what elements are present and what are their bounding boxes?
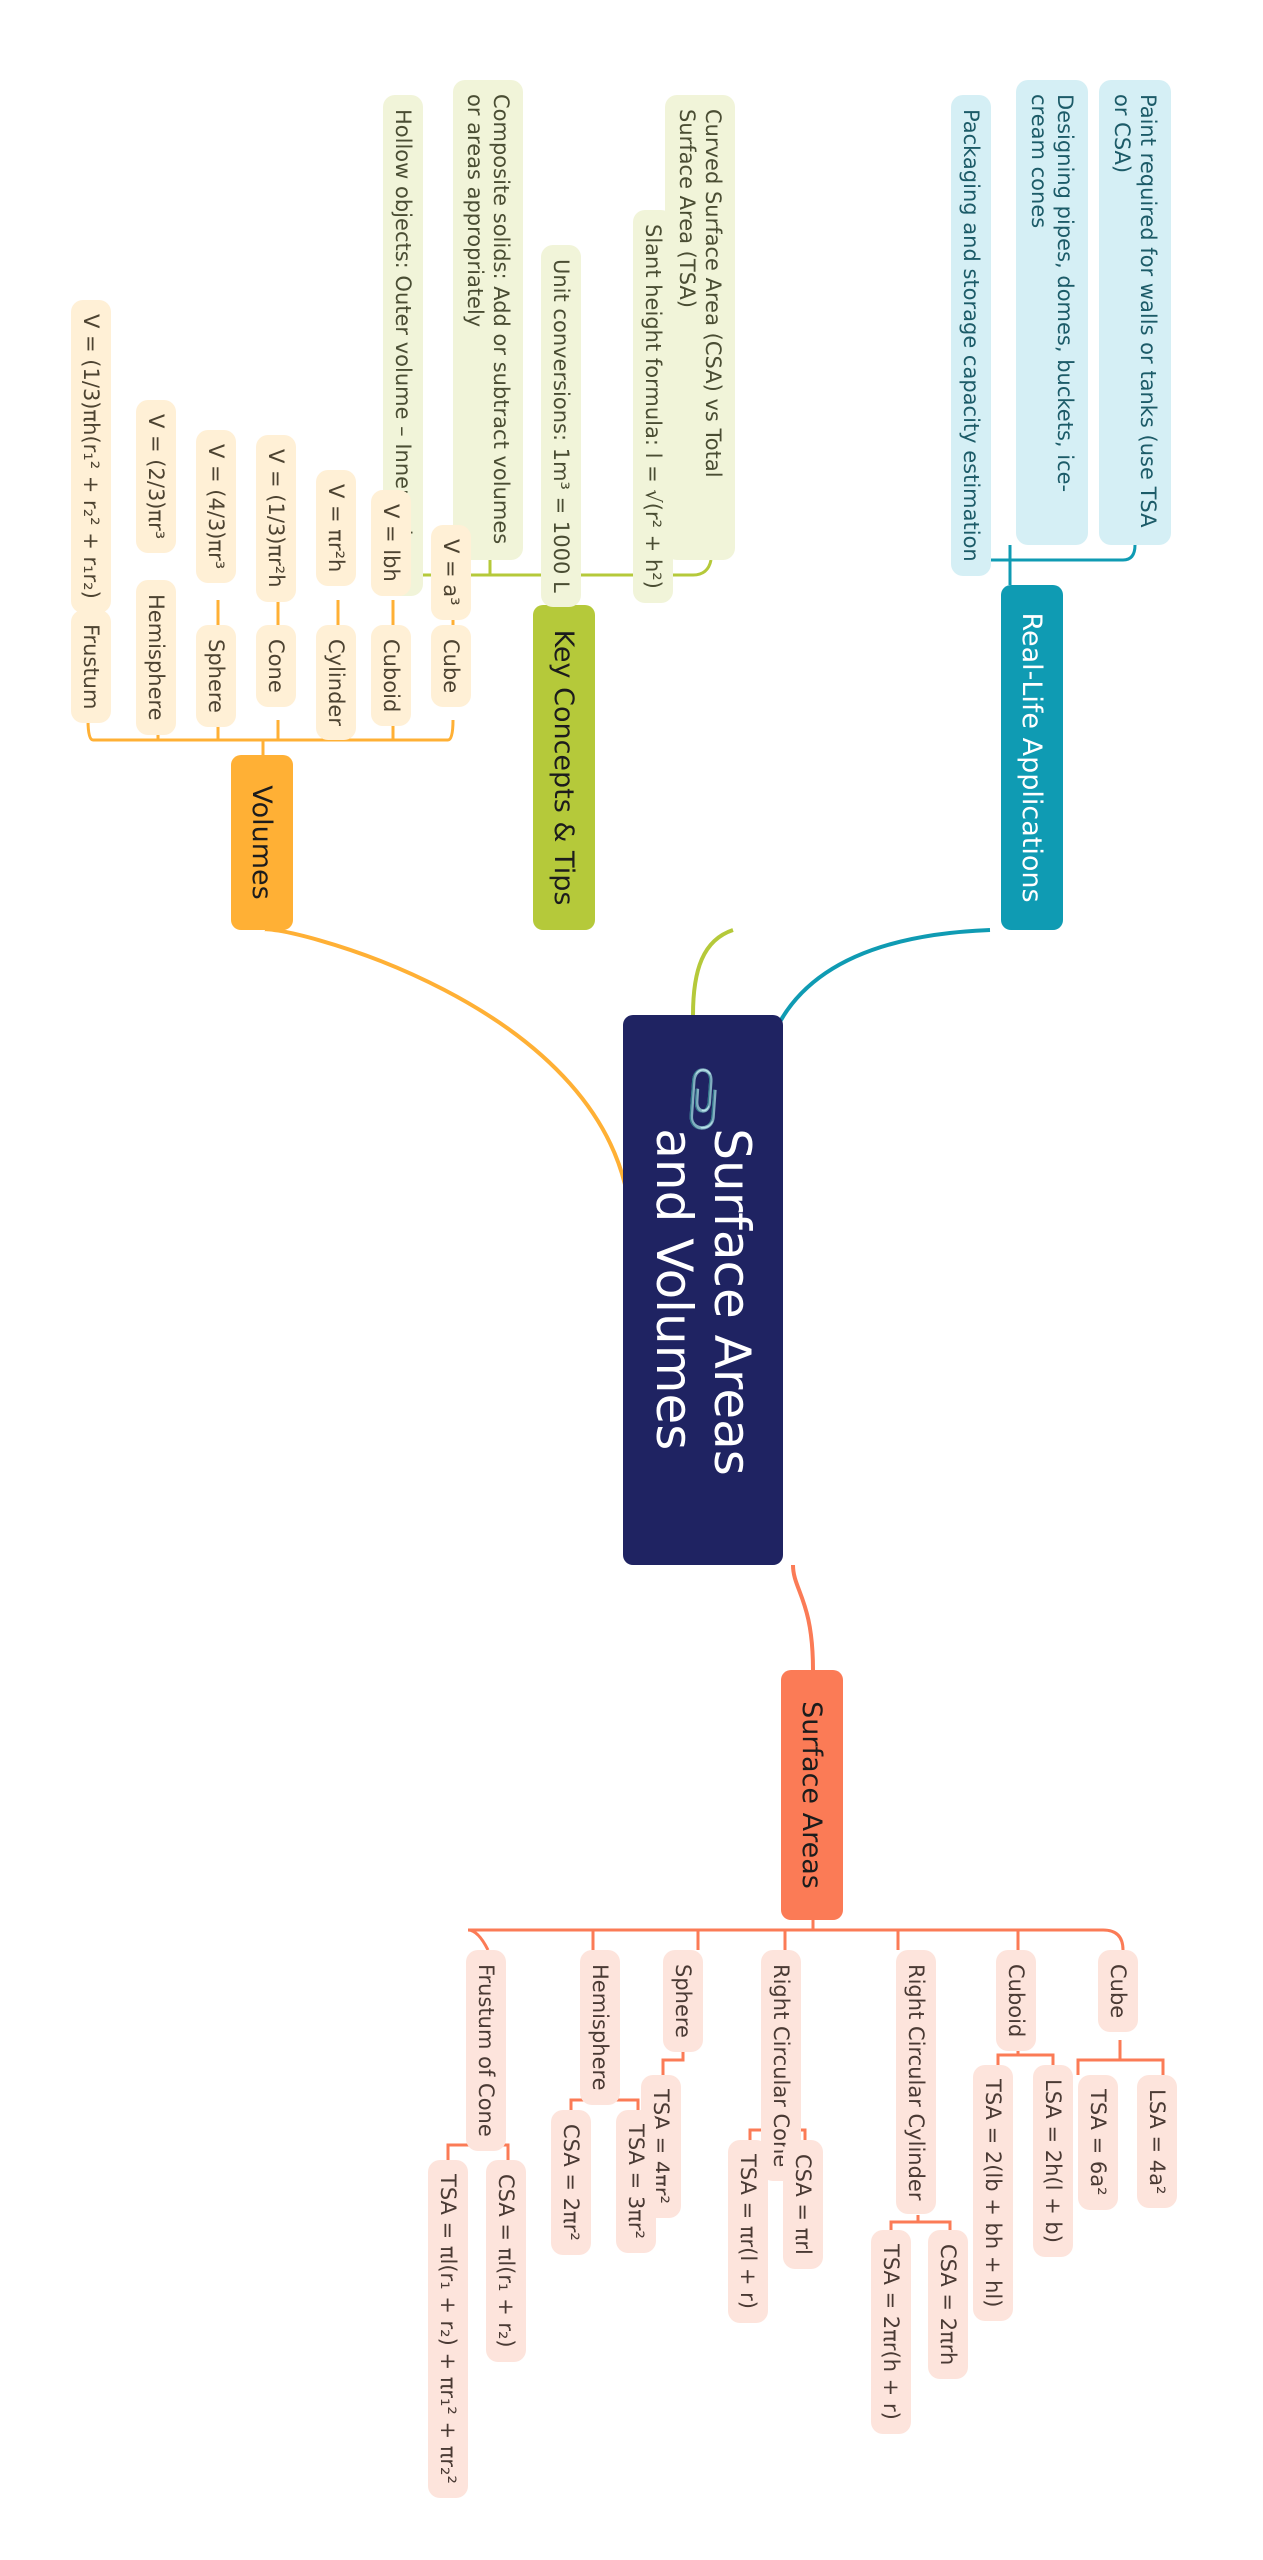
app-paint[interactable]: Paint required for walls or tanks (use T… — [1099, 80, 1171, 545]
vol-cube-formula[interactable]: V = a³ — [431, 525, 471, 620]
sa-item-frustum[interactable]: Frustum of Cone — [466, 1950, 506, 2151]
sa-hemisphere-tsa[interactable]: TSA = 3πr² — [616, 2110, 656, 2253]
sa-cube-tsa[interactable]: TSA = 6a² — [1078, 2075, 1118, 2210]
sa-cylinder-csa[interactable]: CSA = 2πrh — [928, 2230, 968, 2380]
vol-cuboid-formula[interactable]: V = lbh — [371, 490, 411, 596]
sa-item-cuboid[interactable]: Cuboid — [996, 1950, 1036, 2052]
tip-unit-conversions[interactable]: Unit conversions: 1m³ = 1000 L — [541, 245, 581, 607]
vol-cone-formula[interactable]: V = (1/3)πr²h — [256, 435, 296, 602]
link-root-tips — [691, 928, 734, 1016]
vol-sphere-formula[interactable]: V = (4/3)πr³ — [196, 430, 236, 584]
vol-hemisphere-formula[interactable]: V = (2/3)πr³ — [136, 400, 176, 554]
branch-volumes[interactable]: Volumes — [231, 755, 293, 930]
app-packaging[interactable]: Packaging and storage capacity estimatio… — [951, 95, 991, 576]
branch-real-life[interactable]: Real-Life Applications — [1001, 585, 1063, 930]
branch-key-concepts[interactable]: Key Concepts & Tips — [533, 605, 595, 930]
tip-csa-vs-tsa[interactable]: Curved Surface Area (CSA) vs Total Surfa… — [665, 95, 735, 560]
link-root-surface — [791, 1564, 815, 1671]
sa-cone-tsa[interactable]: TSA = πr(l + r) — [728, 2140, 768, 2323]
sa-cuboid-tsa[interactable]: TSA = 2(lb + bh + hl) — [973, 2065, 1013, 2322]
app-designing[interactable]: Designing pipes, domes, buckets, ice-cre… — [1016, 80, 1088, 545]
vol-item-hemisphere[interactable]: Hemisphere — [136, 580, 176, 735]
vol-item-cone[interactable]: Cone — [256, 625, 296, 707]
sa-frustum-csa[interactable]: CSA = πl(r₁ + r₂) — [486, 2160, 526, 2362]
vol-cylinder-formula[interactable]: V = πr²h — [316, 470, 356, 587]
sa-cube-lsa[interactable]: LSA = 4a² — [1137, 2075, 1177, 2209]
vol-item-cube[interactable]: Cube — [431, 625, 471, 708]
sa-cone-csa[interactable]: CSA = πrl — [783, 2140, 823, 2269]
sa-item-cube[interactable]: Cube — [1098, 1950, 1138, 2033]
link-root-apps — [757, 928, 991, 1213]
vol-item-cylinder[interactable]: Cylinder — [316, 625, 356, 740]
vol-item-sphere[interactable]: Sphere — [196, 625, 236, 727]
vol-item-cuboid[interactable]: Cuboid — [371, 625, 411, 727]
sa-item-sphere[interactable]: Sphere — [663, 1950, 703, 2052]
sa-cuboid-lsa[interactable]: LSA = 2h(l + b) — [1033, 2065, 1073, 2257]
branch-surface-areas[interactable]: Surface Areas — [781, 1670, 843, 1920]
tip-composite-solids[interactable]: Composite solids: Add or subtract volume… — [453, 80, 523, 560]
sa-item-hemisphere[interactable]: Hemisphere — [580, 1950, 620, 2105]
sa-frustum-tsa[interactable]: TSA = πl(r₁ + r₂) + πr₁² + πr₂² — [428, 2160, 468, 2498]
sa-cylinder-tsa[interactable]: TSA = 2πr(h + r) — [871, 2230, 911, 2434]
root-topic[interactable]: 📎 Surface Areas and Volumes — [623, 1015, 783, 1565]
vol-item-frustum[interactable]: Frustum — [71, 610, 111, 724]
link-root-volumes — [261, 927, 633, 1229]
tip-slant-height[interactable]: Slant height formula: l = √(r² + h²) — [633, 210, 673, 603]
sa-hemisphere-csa[interactable]: CSA = 2πr² — [551, 2110, 591, 2255]
vol-frustum-formula[interactable]: V = (1/3)πh(r₁² + r₂² + r₁r₂) — [71, 300, 111, 613]
root-title: Surface Areas and Volumes — [645, 1128, 761, 1476]
sa-item-cylinder[interactable]: Right Circular Cylinder — [896, 1950, 936, 2215]
